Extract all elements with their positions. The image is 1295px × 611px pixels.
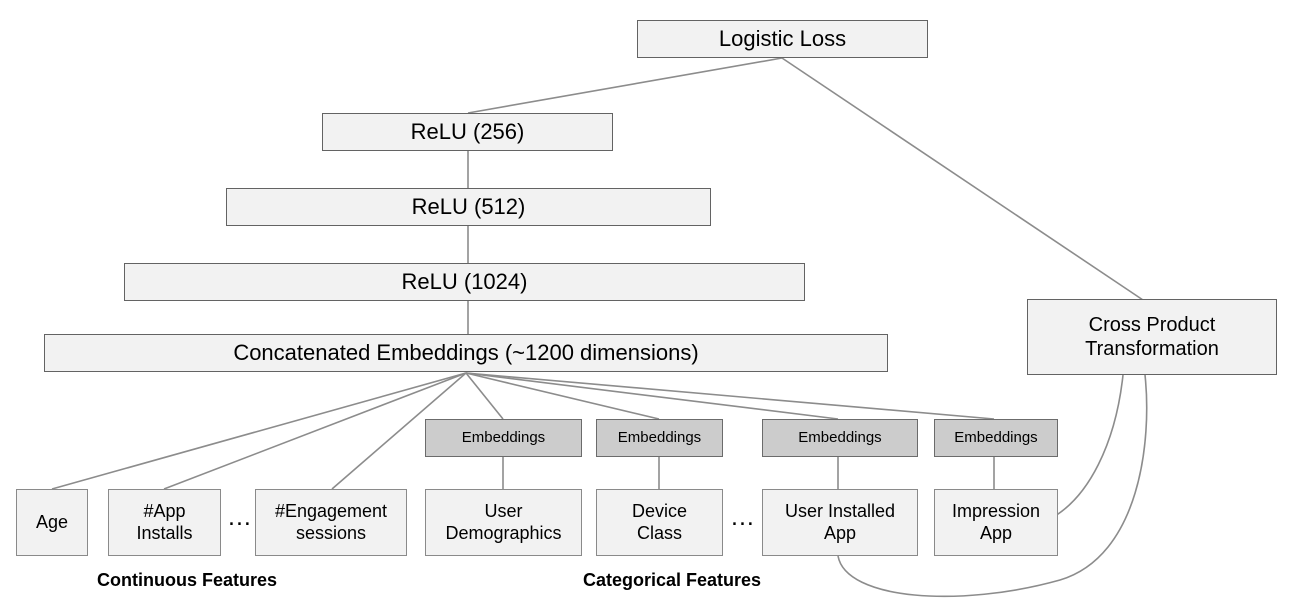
- node-feature-engagement-sessions[interactable]: #Engagement sessions: [255, 489, 407, 556]
- node-embeddings-3[interactable]: Embeddings: [762, 419, 918, 457]
- node-feature-app-installs[interactable]: #App Installs: [108, 489, 221, 556]
- edge-concat-to-embeddings-3: [465, 372, 839, 420]
- node-embeddings-2[interactable]: Embeddings: [596, 419, 723, 457]
- node-feature-user-demographics[interactable]: User Demographics: [425, 489, 582, 556]
- ellipsis-continuous: ...: [228, 503, 252, 531]
- node-embeddings-1[interactable]: Embeddings: [425, 419, 582, 457]
- edge-concat-to-age: [51, 372, 467, 490]
- edge-loss-to-cross-product: [781, 57, 1144, 301]
- edge-user-installed-app-to-cross-product: [837, 374, 1148, 598]
- node-relu-1024[interactable]: ReLU (1024): [124, 263, 805, 301]
- edge-concat-to-app-installs: [163, 372, 467, 490]
- node-feature-device-class[interactable]: Device Class: [596, 489, 723, 556]
- node-logistic-loss[interactable]: Logistic Loss: [637, 20, 928, 58]
- group-label-categorical-features: Categorical Features: [583, 570, 762, 590]
- node-feature-age[interactable]: Age: [16, 489, 88, 556]
- node-feature-impression-app[interactable]: Impression App: [934, 489, 1058, 556]
- group-label-continuous-features: Continuous Features: [97, 570, 278, 590]
- edge-concat-to-embeddings-1: [465, 372, 504, 420]
- edge-loss-to-relu256: [467, 57, 783, 114]
- node-embeddings-4[interactable]: Embeddings: [934, 419, 1058, 457]
- node-relu-256[interactable]: ReLU (256): [322, 113, 613, 151]
- node-relu-512[interactable]: ReLU (512): [226, 188, 711, 226]
- node-feature-user-installed-app[interactable]: User Installed App: [762, 489, 918, 556]
- node-cross-product-transformation[interactable]: Cross Product Transformation: [1027, 299, 1277, 375]
- edge-concat-to-embeddings-4: [465, 372, 995, 420]
- node-concatenated-embeddings[interactable]: Concatenated Embeddings (~1200 dimension…: [44, 334, 888, 372]
- edge-concat-to-embeddings-2: [465, 372, 660, 420]
- ellipsis-categorical: ...: [731, 503, 755, 531]
